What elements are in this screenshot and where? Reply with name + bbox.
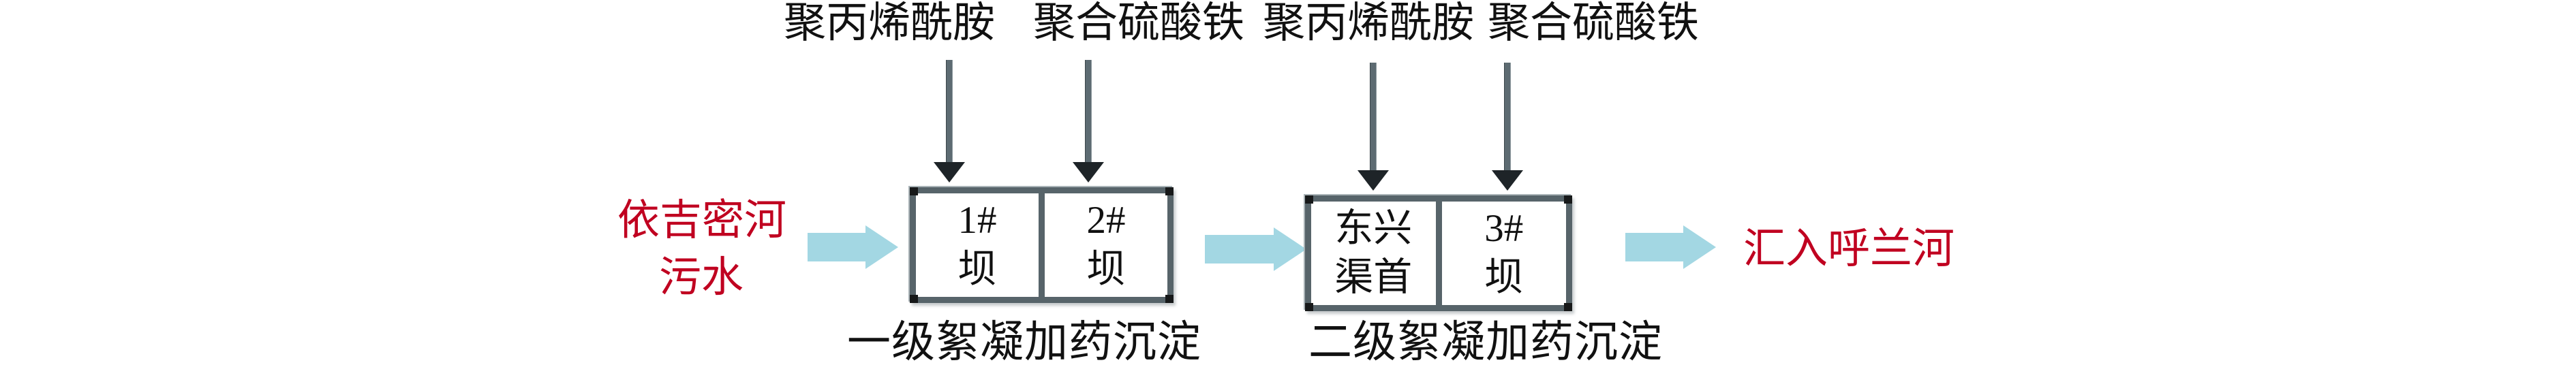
dam3-word: 坝 (1484, 256, 1524, 299)
dam3-number: 3# (1484, 207, 1524, 250)
down-arrow-icon (1491, 63, 1524, 191)
stage1-cell-dam2: 2# 坝 (1045, 193, 1167, 297)
outlet-label: 汇入呼兰河 (1743, 226, 1955, 272)
chemical-label-ferric-sulfate-2: 聚合硫酸铁 (1488, 0, 1700, 46)
box-divider (1435, 202, 1442, 305)
chemical-label-ferric-sulfate-1: 聚合硫酸铁 (1033, 0, 1245, 46)
dam1-number: 1# (957, 199, 997, 242)
source-label-line1: 依吉密河 (617, 197, 787, 244)
box-corner (1564, 195, 1572, 204)
dongxing-line1: 东兴 (1334, 207, 1413, 250)
right-arrow-icon (1205, 227, 1306, 271)
box-corner (1165, 295, 1174, 303)
down-arrow-icon (1072, 60, 1105, 182)
stage1-caption: 一级絮凝加药沉淀 (847, 318, 1201, 366)
source-label-line2: 污水 (658, 255, 743, 301)
dam2-word: 坝 (1086, 248, 1126, 291)
down-arrow-icon (1357, 63, 1390, 191)
chemical-label-polyacrylamide-1: 聚丙烯酰胺 (784, 0, 996, 46)
box-corner (1305, 303, 1313, 311)
box-divider (1039, 193, 1045, 297)
stage1-cell-dam1: 1# 坝 (916, 193, 1039, 297)
box-corner (1305, 195, 1313, 204)
stage2-box: 东兴 渠首 3# 坝 (1305, 195, 1572, 311)
chemical-label-polyacrylamide-2: 聚丙烯酰胺 (1263, 0, 1475, 46)
source-label: 依吉密河 污水 (617, 192, 787, 306)
box-corner (910, 295, 918, 303)
stage1-box: 1# 坝 2# 坝 (910, 187, 1174, 303)
stage2-cell-dam3: 3# 坝 (1442, 202, 1567, 305)
right-arrow-icon (1625, 225, 1716, 269)
down-arrow-icon (933, 60, 966, 182)
box-corner (910, 187, 918, 195)
dongxing-line2: 渠首 (1334, 256, 1413, 299)
dam2-number: 2# (1086, 199, 1126, 242)
box-corner (1165, 187, 1174, 195)
right-arrow-icon (808, 225, 898, 269)
stage2-caption: 二级絮凝加药沉淀 (1308, 318, 1663, 366)
dam1-word: 坝 (957, 248, 997, 291)
box-corner (1564, 303, 1572, 311)
stage2-cell-dongxing: 东兴 渠首 (1311, 202, 1436, 305)
